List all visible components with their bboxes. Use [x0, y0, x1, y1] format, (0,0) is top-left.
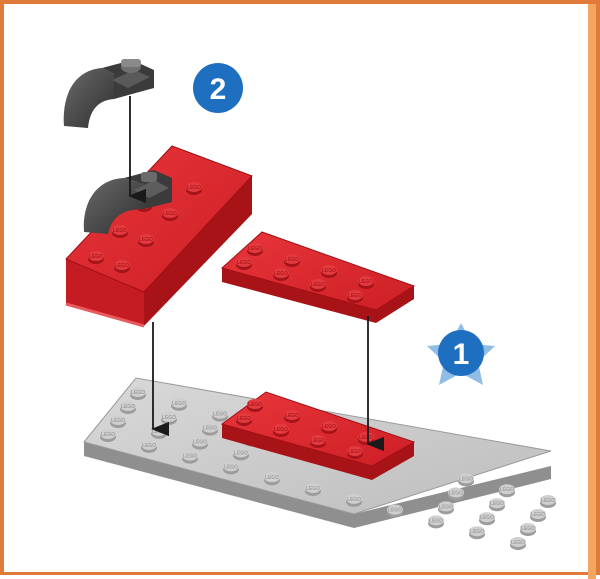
stud-logo: LEGO: [142, 443, 156, 449]
stud-logo: LEGO: [187, 185, 201, 191]
stud-logo: LEGO: [541, 498, 555, 504]
stud-logo: LEGO: [490, 501, 504, 507]
stud-logo: LEGO: [348, 449, 362, 455]
stud-logo: LEGO: [248, 246, 262, 252]
stud-logo: LEGO: [521, 526, 535, 532]
dark-gray-slope-curved-upper: [64, 59, 154, 128]
step-1-number: 1: [453, 338, 470, 371]
red-plate-2x4: LEGO LEGO LEGO LEGO LEGO LEGO LEGO LEGO: [222, 232, 414, 323]
stud-logo: LEGO: [248, 402, 262, 408]
stud-logo: LEGO: [115, 263, 129, 269]
stud-logo: LEGO: [285, 257, 299, 263]
stud-logo: LEGO: [113, 228, 127, 234]
stud-logo: LEGO: [348, 293, 362, 299]
stud-logo: LEGO: [237, 416, 251, 422]
stud-logo: LEGO: [470, 529, 484, 535]
stud-logo: LEGO: [306, 486, 320, 492]
step-2-number: 2: [210, 73, 227, 106]
stud-logo: LEGO: [224, 464, 238, 470]
stud-logo: LEGO: [139, 237, 153, 243]
stud-logo: LEGO: [101, 432, 115, 438]
stud-logo: LEGO: [429, 518, 443, 524]
step-2-badge: 2: [193, 63, 243, 113]
stud-logo: LEGO: [234, 450, 248, 456]
stud-logo: LEGO: [89, 254, 103, 260]
stud-logo: LEGO: [285, 413, 299, 419]
stud-logo: LEGO: [500, 487, 514, 493]
stud-logo: LEGO: [237, 260, 251, 266]
stud-logo: LEGO: [459, 476, 473, 482]
stud-logo: LEGO: [511, 540, 525, 546]
stud-logo: LEGO: [322, 424, 336, 430]
stud-logo: LEGO: [388, 508, 402, 514]
stud-logo: LEGO: [347, 497, 361, 503]
stud-logo: LEGO: [531, 512, 545, 518]
stud-logo: LEGO: [449, 490, 463, 496]
stud-logo: LEGO: [274, 427, 288, 433]
stud-logo: LEGO: [311, 438, 325, 444]
stud-logo: LEGO: [213, 412, 227, 418]
stud-logo: LEGO: [183, 454, 197, 460]
stud-logo: LEGO: [193, 440, 207, 446]
stud-logo: LEGO: [265, 475, 279, 481]
stud-logo: LEGO: [162, 415, 176, 421]
stud-logo: LEGO: [439, 504, 453, 510]
stud-logo: LEGO: [163, 211, 177, 217]
stud-logo: LEGO: [172, 401, 186, 407]
stud-logo: LEGO: [322, 268, 336, 274]
assembly-illustration: LEGOLEGOLEGOLEGOLEGOLEGOLEGOLEGOLEGOLEGO…: [4, 4, 600, 579]
stud-logo: LEGO: [359, 279, 373, 285]
stud-logo: LEGO: [111, 418, 125, 424]
stud-logo: LEGO: [311, 282, 325, 288]
stud-logo: LEGO: [359, 435, 373, 441]
stud-logo: LEGO: [274, 271, 288, 277]
stud-logo: LEGO: [152, 429, 166, 435]
stud-logo: LEGO: [131, 390, 145, 396]
stud-logo: LEGO: [480, 515, 494, 521]
stud-logo: LEGO: [121, 404, 135, 410]
step-1-badge: 1: [427, 323, 495, 385]
stud-logo: LEGO: [203, 426, 217, 432]
